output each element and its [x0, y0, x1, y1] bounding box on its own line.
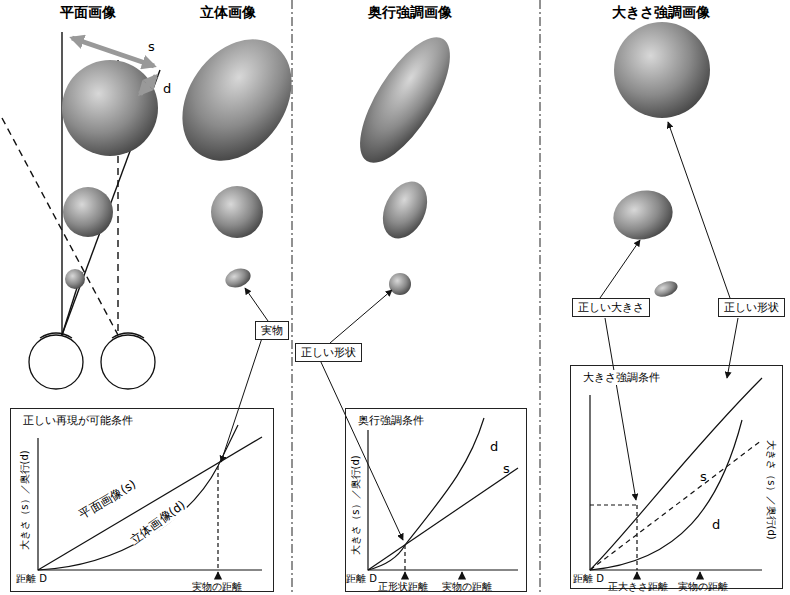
chart-frame: 大きさ強調条件 [570, 365, 783, 589]
axis-label: 距離 D [16, 573, 47, 585]
callout-text: 正しい形状 [724, 301, 779, 314]
axis-label: 実物の距離 [678, 581, 728, 593]
chart-frame: 正しい再現が可能条件 [10, 408, 274, 592]
axis-label: 大きさ（s）／奥行(d) [19, 450, 31, 549]
callout-box: 正しい大きさ [572, 298, 650, 317]
axis-label: 正形状距離 [378, 581, 428, 593]
callout-text: 正しい大きさ [578, 301, 644, 314]
curve-label: d [490, 440, 498, 455]
dimension-label: d [163, 82, 171, 97]
axis-label: 距離 D [573, 573, 604, 585]
chart-title: 奥行強調条件 [356, 413, 426, 428]
dimension-label: s [148, 40, 155, 55]
panel-title: 立体画像 [200, 4, 256, 20]
axis-label: 正大きさ距離 [608, 581, 668, 593]
callout-text: 正しい形状 [301, 346, 356, 359]
axis-label: 大きさ（s）／奥行(d) [350, 455, 362, 554]
chart-title: 大きさ強調条件 [581, 370, 662, 385]
curve-label: s [503, 462, 510, 477]
panel-title: 平面画像 [60, 4, 116, 20]
chart-title: 正しい再現が可能条件 [21, 413, 135, 428]
callout-text: 実物 [261, 324, 283, 337]
axis-label: 距離 D [346, 573, 377, 585]
axis-label: 大きさ（s）／奥行(d) [765, 440, 777, 539]
axis-label: 実物の距離 [442, 581, 492, 593]
callout-box: 正しい形状 [295, 343, 362, 362]
curve-label: 立体画像(d) [128, 498, 189, 547]
panel-title: 大きさ強調画像 [612, 4, 710, 20]
curve-label: s [700, 470, 707, 485]
axis-label: 実物の距離 [192, 581, 242, 593]
callout-box: 実物 [255, 321, 289, 340]
panel-title: 奥行強調画像 [368, 4, 452, 20]
callout-box: 正しい形状 [718, 298, 785, 317]
chart-frame: 奥行強調条件 [345, 408, 527, 592]
curve-label: d [712, 518, 720, 533]
